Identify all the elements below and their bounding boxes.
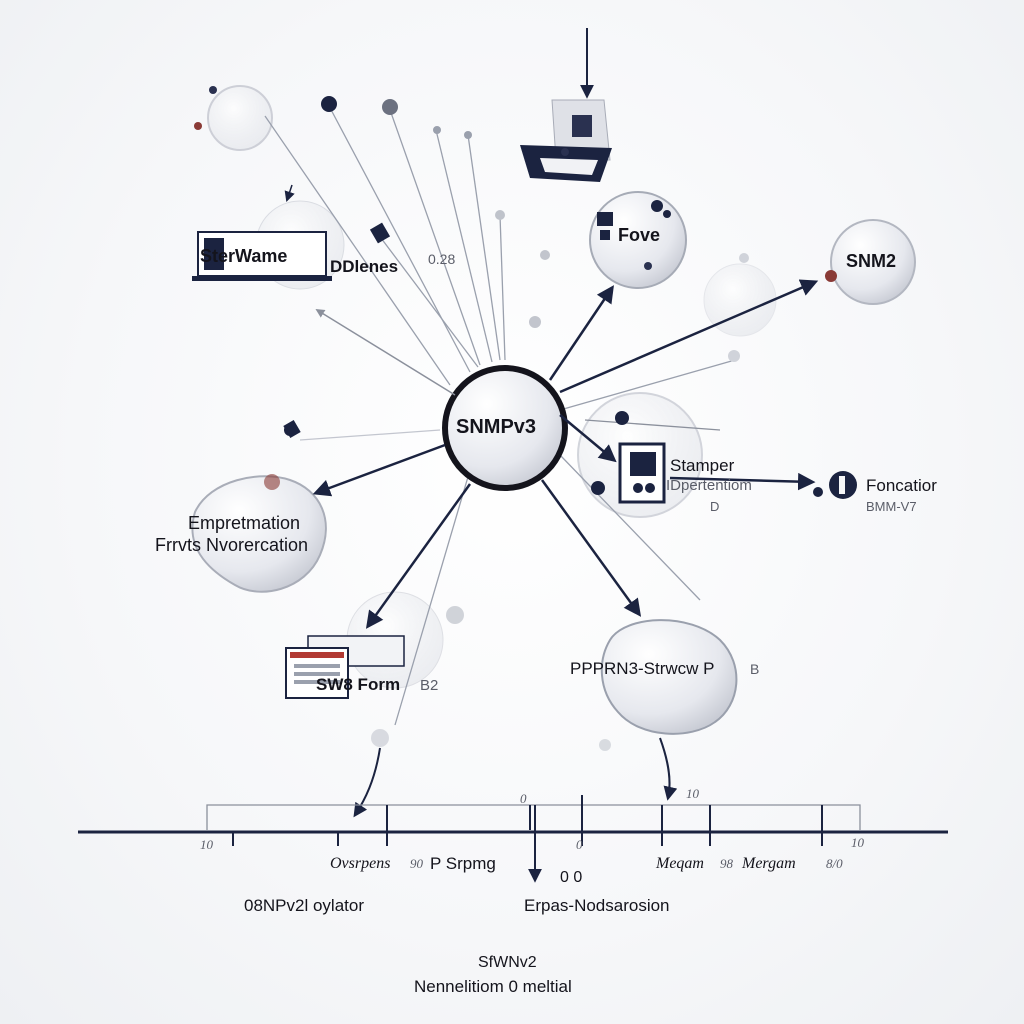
empretmation-bubble[interactable] [191,474,327,593]
stamper-device-icon [591,411,666,504]
footer-line1: SfWNv2 [478,954,537,971]
decor-dots [194,86,749,439]
footer-line2: Nennelitiom 0 meltial [414,977,572,996]
empretmation-line1: Empretmation [188,513,301,533]
tick-mid-2: 0 [520,791,527,806]
ppprn3-value: B [750,661,760,677]
tick-right: 10 [851,835,864,850]
fove-label: Fove [618,225,661,245]
psrpmg-label: P Srpmg [430,854,496,873]
snmpv3-label: SNMPv3 [456,416,537,438]
empretmation-line2: Frrvts Nvorercation [155,535,309,555]
snm2-bubble[interactable] [825,219,916,305]
zero-zero-label: 0 0 [560,869,583,886]
snmpv3-hub[interactable] [442,365,568,491]
mergam-value: 8/0 [826,856,843,871]
softwarename-sub: DDlenes [330,257,399,276]
left-caption: 08NPv2l oylator [244,896,365,915]
softwarename-value: 0.28 [428,251,456,267]
softwarename-label: SterWame [200,246,288,266]
ovsrpens-value: 90 [410,856,423,871]
foncatior-label: Foncatior [866,476,937,495]
tick-mid-1: 0 [576,837,583,852]
stamper-label: Stamper [670,456,735,475]
software-laptop-icon [192,231,332,281]
tick-left: 10 [200,837,213,852]
right-caption: Erpas-Nodsarosion [524,896,670,915]
ppprn3-label: PPPRN3-Strwcw P [570,659,715,678]
ship-icon [520,99,612,182]
stamper-sub: IDpertentiom [666,477,752,494]
spokes [264,103,736,726]
ovsrpens-label: Ovsrpens [330,855,391,872]
hub-arrows [284,184,819,629]
snm2-label: SNM2 [846,251,897,271]
sw8form-label: SW8 Form [316,675,401,694]
sw8-form-window-icon [285,635,405,699]
foncatior-sub: BMM-V7 [866,499,917,514]
foncatior-icon [813,471,857,499]
timeline [78,795,948,846]
mergam-label: Mergam [742,855,796,872]
ppprn3-bubble[interactable] [600,619,738,735]
stamper-value: D [710,499,720,514]
fove-bubble[interactable] [589,191,687,289]
drop-lines [353,737,678,883]
sw8form-value: B2 [420,677,439,694]
meqam-value: 98 [720,856,733,871]
bracket-label: 10 [686,786,699,801]
meqam-label: Meqam [656,855,704,872]
